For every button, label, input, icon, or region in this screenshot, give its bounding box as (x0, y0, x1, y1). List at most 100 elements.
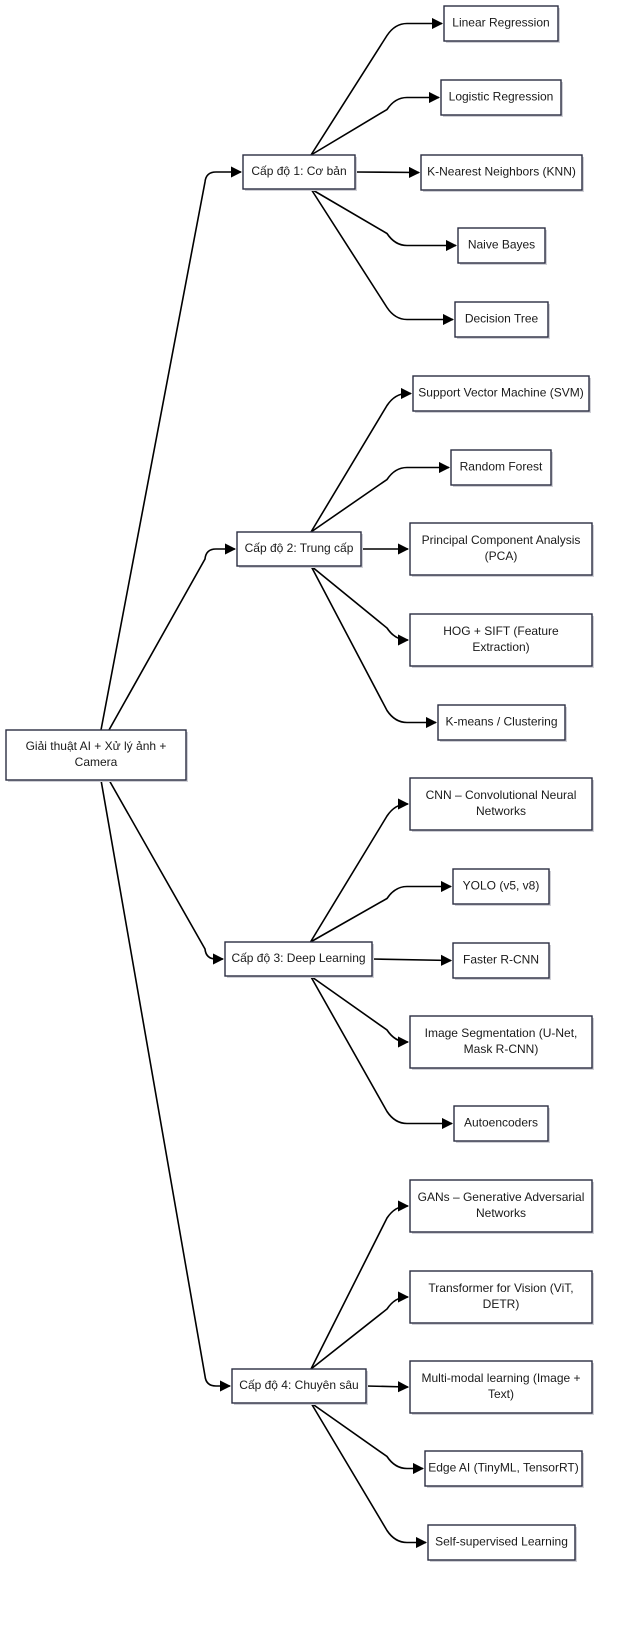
level-4-child-2-node-box (409, 1270, 593, 1324)
level-3-child-2-node-box (452, 868, 550, 905)
edge-level-4-to-child-3 (365, 1381, 410, 1393)
level-3-child-2-node-label: YOLO (v5, v8) (463, 879, 540, 893)
level-4-child-5-node-label: Self-supervised Learning (435, 1535, 568, 1549)
level-1-child-1-node-box (443, 5, 559, 42)
edge-root-to-level-2 (108, 543, 237, 731)
level-4-child-1-node-box (409, 1179, 593, 1233)
level-2-child-2-node-box (450, 449, 552, 486)
level-2-child-4-node-box (409, 613, 593, 667)
level-1-node-label: Cấp độ 1: Cơ bản (251, 164, 346, 178)
level-2-child-5-node-box (437, 704, 566, 741)
edge-level-4-to-child-1 (310, 1200, 410, 1370)
level-4-child-5-node: Self-supervised Learning (427, 1524, 577, 1562)
level-2-child-4-node-label: Extraction) (472, 640, 529, 654)
root-node-label: Camera (75, 755, 118, 769)
edge-level-3-to-child-2 (310, 880, 453, 943)
edge-level-4-to-child-2 (310, 1291, 410, 1370)
edge-level-1-to-child-2 (310, 91, 441, 156)
level-1-child-3-node: K-Nearest Neighbors (KNN) (420, 154, 584, 192)
level-4-child-3-node: Multi-modal learning (Image +Text) (409, 1360, 594, 1415)
level-1-child-4-node: Naive Bayes (457, 227, 547, 265)
level-4-child-1-node-label: Networks (476, 1206, 526, 1220)
level-3-child-3-node-label: Faster R-CNN (463, 953, 539, 967)
level-2-node-box (236, 531, 362, 567)
level-1-child-5-node: Decision Tree (454, 301, 550, 339)
edge-level-2-to-child-2 (310, 461, 451, 533)
level-1-child-1-node: Linear Regression (443, 5, 560, 43)
level-3-child-3-node: Faster R-CNN (452, 942, 551, 980)
level-2-child-5-node-label: K-means / Clustering (445, 715, 557, 729)
edge-level-2-to-child-5 (310, 565, 438, 729)
level-2-child-5-node: K-means / Clustering (437, 704, 567, 742)
level-2-node: Cấp độ 2: Trung cấp (236, 531, 363, 568)
edges-layer (100, 17, 458, 1549)
level-4-child-4-node: Edge AI (TinyML, TensorRT) (424, 1450, 584, 1488)
level-1-child-3-node-label: K-Nearest Neighbors (KNN) (427, 165, 576, 179)
level-4-child-1-node-label: GANs – Generative Adversarial (418, 1190, 585, 1204)
level-3-child-5-node: Autoencoders (453, 1105, 550, 1143)
level-4-child-3-node-box (409, 1360, 593, 1414)
level-3-node: Cấp độ 3: Deep Learning (224, 941, 374, 978)
level-2-child-4-node-label: HOG + SIFT (Feature (443, 624, 559, 638)
level-3-child-4-node-label: Mask R-CNN) (464, 1042, 539, 1056)
level-2-child-1-node-label: Support Vector Machine (SVM) (418, 386, 583, 400)
level-3-child-4-node-box (409, 1015, 593, 1069)
level-2-child-1-node: Support Vector Machine (SVM) (412, 375, 591, 413)
level-2-child-3-node-label: Principal Component Analysis (422, 533, 581, 547)
level-1-child-5-node-box (454, 301, 549, 338)
level-1-child-2-node: Logistic Regression (440, 79, 563, 117)
level-1-child-5-node-label: Decision Tree (465, 312, 539, 326)
edge-level-3-to-child-4 (310, 975, 410, 1048)
edge-level-3-to-child-5 (309, 975, 454, 1130)
level-3-node-label: Cấp độ 3: Deep Learning (231, 951, 365, 965)
root-node-label: Giải thuật AI + Xử lý ảnh + (26, 739, 167, 753)
level-3-child-5-node-label: Autoencoders (464, 1116, 538, 1130)
level-3-child-1-node-label: CNN – Convolutional Neural (426, 788, 577, 802)
edge-level-3-to-child-1 (309, 798, 410, 943)
level-3-child-2-node: YOLO (v5, v8) (452, 868, 551, 906)
level-3-node-box (224, 941, 373, 977)
level-4-node-box (231, 1368, 367, 1404)
level-1-child-4-node-box (457, 227, 546, 264)
edge-level-1-to-child-3 (354, 166, 421, 179)
level-2-child-3-node-label: (PCA) (485, 549, 518, 563)
edge-level-2-to-child-1 (310, 387, 413, 533)
level-2-child-3-node: Principal Component Analysis (PCA) (409, 522, 594, 577)
edge-level-1-to-child-4 (310, 188, 458, 252)
level-1-child-2-node-label: Logistic Regression (449, 90, 554, 104)
level-4-child-2-node-label: Transformer for Vision (ViT, (428, 1281, 573, 1295)
edge-level-1-to-child-1 (310, 17, 444, 156)
level-4-child-2-node-label: DETR) (483, 1297, 520, 1311)
root-node: Giải thuật AI + Xử lý ảnh + Camera (5, 729, 188, 782)
level-2-child-3-node-box (409, 522, 593, 576)
level-4-child-2-node: Transformer for Vision (ViT, DETR) (409, 1270, 594, 1325)
level-4-child-5-node-box (427, 1524, 576, 1561)
level-4-node-label: Cấp độ 4: Chuyên sâu (239, 1378, 358, 1392)
level-4-child-4-node-box (424, 1450, 583, 1487)
level-1-node-box (242, 154, 356, 190)
edge-level-2-to-child-4 (310, 565, 410, 646)
level-2-child-1-node-box (412, 375, 590, 412)
edge-root-to-level-1 (100, 166, 243, 731)
level-3-child-3-node-box (452, 942, 550, 979)
level-2-child-2-node-label: Random Forest (460, 460, 543, 474)
level-3-child-5-node-box (453, 1105, 549, 1142)
level-1-node: Cấp độ 1: Cơ bản (242, 154, 357, 191)
level-3-child-4-node-label: Image Segmentation (U-Net, (425, 1026, 578, 1040)
level-4-node: Cấp độ 4: Chuyên sâu (231, 1368, 368, 1405)
edge-level-1-to-child-5 (310, 188, 455, 326)
level-2-node-label: Cấp độ 2: Trung cấp (245, 541, 354, 555)
level-3-child-4-node: Image Segmentation (U-Net, Mask R-CNN) (409, 1015, 594, 1070)
level-3-child-1-node-label: Networks (476, 804, 526, 818)
root-node-box (5, 729, 187, 781)
level-1-child-2-node-box (440, 79, 562, 116)
edge-root-to-level-3 (108, 779, 225, 965)
edge-level-4-to-child-4 (310, 1402, 425, 1475)
level-2-child-2-node: Random Forest (450, 449, 553, 487)
level-4-child-4-node-label: Edge AI (TinyML, TensorRT) (428, 1461, 579, 1475)
level-4-child-3-node-label: Multi-modal learning (Image + (421, 1371, 580, 1385)
